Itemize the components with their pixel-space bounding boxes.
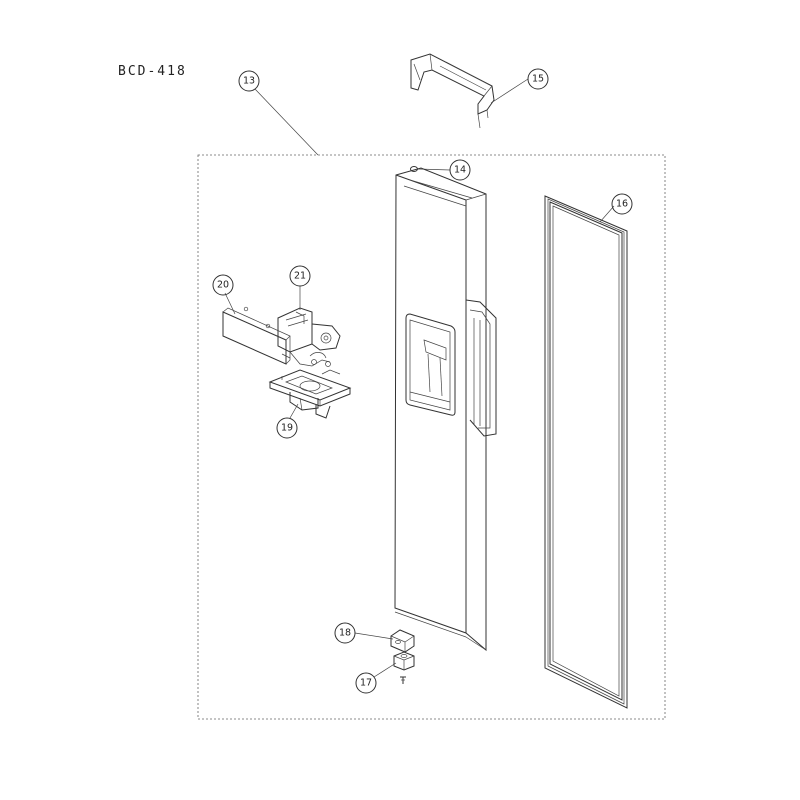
part-cover-plate (222, 306, 291, 365)
leader-20 (224, 292, 236, 315)
svg-text:14: 14 (454, 165, 466, 176)
part-dispenser-bracket (268, 369, 352, 419)
part-top-hinge-cover (410, 53, 495, 129)
svg-text:17: 17 (360, 678, 372, 689)
svg-text:15: 15 (532, 74, 544, 85)
leader-16 (599, 205, 615, 223)
callout-19: 19 (276, 417, 298, 439)
part-door-panel (394, 167, 497, 652)
callout-17: 17 (355, 672, 377, 694)
svg-text:16: 16 (616, 199, 628, 210)
leader-19 (289, 403, 299, 419)
callout-20: 20 (212, 274, 234, 296)
callout-21: 21 (289, 265, 311, 287)
svg-text:13: 13 (243, 76, 255, 87)
assembly-boundary (197, 154, 666, 720)
svg-text:18: 18 (339, 628, 351, 639)
svg-text:19: 19 (281, 423, 293, 434)
svg-text:21: 21 (294, 271, 306, 282)
callout-16: 16 (611, 193, 633, 215)
leader-13 (254, 88, 319, 156)
callout-18: 18 (334, 622, 356, 644)
svg-text:20: 20 (217, 280, 229, 291)
callout-14: 14 (449, 159, 471, 181)
callout-15: 15 (527, 68, 549, 90)
part-switch-assembly (277, 307, 341, 367)
leader-15 (490, 78, 529, 104)
part-hinge-pin (393, 651, 415, 684)
leader-17 (373, 662, 397, 678)
leader-18 (354, 632, 394, 640)
callout-13: 13 (238, 70, 260, 92)
model-label: BCD-418 (118, 64, 187, 79)
part-lower-hinge-bracket (390, 629, 415, 653)
part-door-gasket (544, 195, 628, 709)
